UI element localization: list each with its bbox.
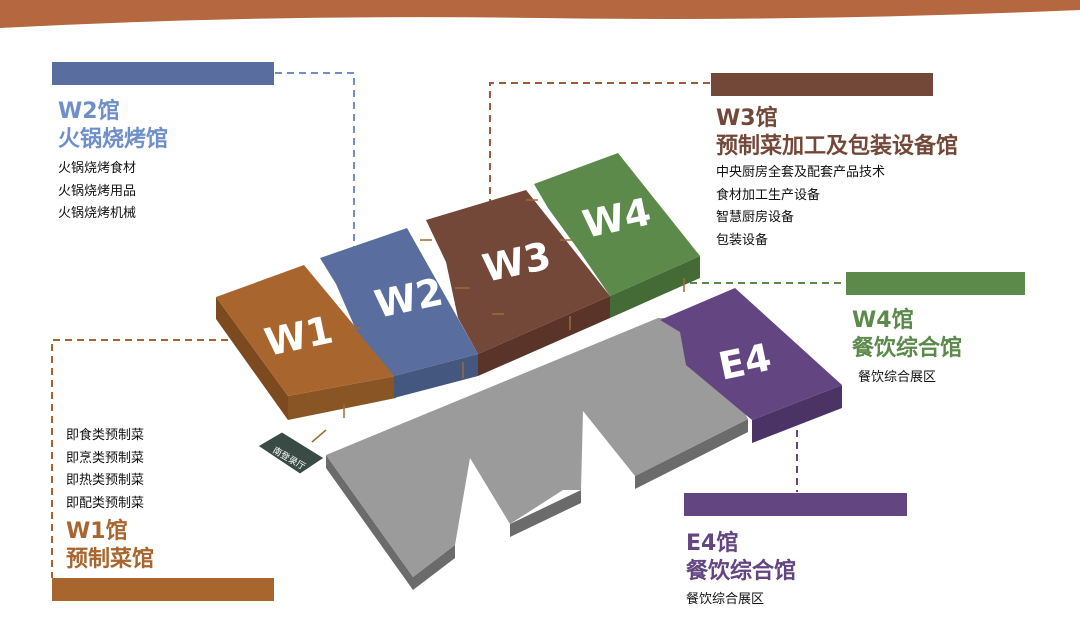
w2-hall-items: 火锅烧烤食材 火锅烧烤用品 火锅烧烤机械 (58, 158, 136, 226)
south-lobby[interactable]: 南登录厅 (257, 431, 325, 475)
w2-block-top (320, 228, 478, 376)
w2-block-right (394, 354, 478, 398)
list-item: 即热类预制菜 (66, 473, 145, 488)
w3-hall-items: 中央厨房全套及配套产品技术 食材加工生产设备 智慧厨房设备 包装设备 (716, 162, 885, 252)
e4-header-bar (684, 493, 907, 516)
lobby-block (257, 431, 325, 475)
e4-hall-name: 餐饮综合馆 (686, 559, 797, 584)
w2-hall-name: 火锅烧烤馆 (58, 127, 169, 152)
w4-block[interactable]: W4 (534, 153, 700, 318)
w3-connector-line (489, 82, 710, 218)
e4-hall-title: E4馆 餐饮综合馆 (686, 530, 796, 586)
w1-header-bar (52, 578, 274, 601)
top-decorative-band (0, 0, 1080, 28)
w1-hall-items: 即食类预制菜 即烹类预制菜 即热类预制菜 即配类预制菜 (66, 425, 144, 515)
grey-hall-top (326, 318, 748, 577)
list-item: 即配类预制菜 (66, 495, 145, 511)
w2-header-bar (52, 62, 274, 85)
list-item: 中央厨房全套及配套产品技术 (716, 165, 886, 180)
w1-block-top (216, 265, 396, 396)
w4-hall-title: W4馆 餐饮综合馆 (852, 307, 962, 363)
w2-connector-line (275, 72, 355, 262)
list-item: 即食类预制菜 (66, 428, 145, 443)
list-item: 智慧厨房设备 (716, 210, 795, 225)
w1-hall-name: 预制菜馆 (66, 547, 155, 572)
e4-block[interactable]: E4 (660, 288, 842, 443)
list-item: 即烹类预制菜 (66, 450, 145, 466)
w3-header-bar (711, 73, 933, 96)
w3-hall-title: W3馆 预制菜加工及包装设备馆 (716, 105, 958, 161)
list-item: 包装设备 (716, 232, 769, 248)
list-item: 餐饮综合展区 (686, 592, 765, 607)
list-item: 火锅烧烤用品 (58, 183, 137, 199)
w3-block-right (478, 296, 610, 376)
w2-block[interactable]: W2 (320, 228, 478, 398)
list-item: 食材加工生产设备 (716, 187, 821, 203)
w3-hall-name: 预制菜加工及包装设备馆 (716, 134, 959, 159)
w4-hall-code: W4馆 (852, 308, 914, 333)
w4-hall-name: 餐饮综合馆 (852, 336, 963, 361)
w4-block-top (534, 153, 700, 296)
arrow (311, 429, 327, 443)
w3-block-top (426, 190, 610, 354)
e4-hall-items: 餐饮综合展区 (686, 589, 764, 612)
e4-block-top (660, 288, 842, 420)
e4-block-right (752, 385, 842, 443)
w3-block[interactable]: W3 (426, 190, 610, 376)
w4-header-bar (846, 272, 1025, 295)
w1-hall-code: W1馆 (66, 519, 128, 544)
list-item: 餐饮综合展区 (858, 370, 937, 385)
w4-block-right (610, 256, 700, 318)
w4-hall-items: 餐饮综合展区 (858, 367, 936, 390)
w1-block-right (288, 376, 396, 420)
w2-hall-title: W2馆 火锅烧烤馆 (58, 98, 168, 154)
w1-connector-line (51, 339, 240, 578)
w1-hall-title: W1馆 预制菜馆 (66, 518, 154, 574)
connector-lines (51, 72, 846, 578)
w2-hall-code: W2馆 (58, 99, 120, 124)
list-item: 火锅烧烤机械 (58, 206, 137, 221)
w1-block[interactable]: W1 (216, 265, 396, 420)
w1-block-front (216, 297, 288, 420)
grey-hall-complex (326, 318, 748, 590)
entry-arrows (311, 199, 685, 443)
w3-hall-code: W3馆 (716, 106, 778, 131)
e4-block-label: E4 (715, 335, 775, 389)
list-item: 火锅烧烤食材 (58, 161, 137, 176)
e4-hall-code: E4馆 (686, 531, 739, 556)
